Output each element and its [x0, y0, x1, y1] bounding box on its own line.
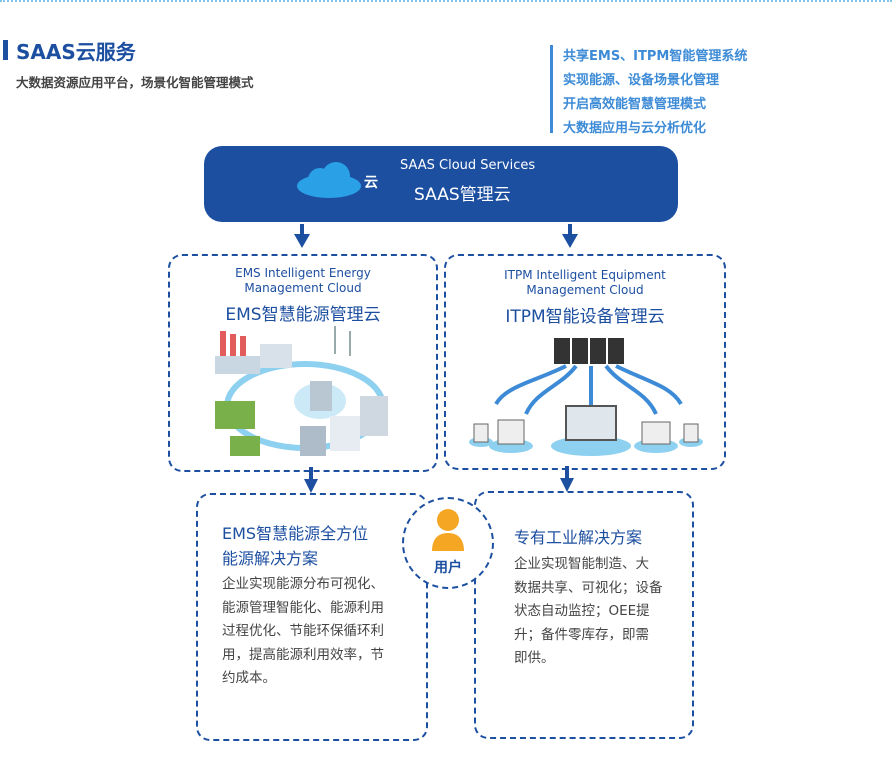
body-line: 企业实现智能制造、大 [514, 556, 649, 572]
itpm-name-en-line1: ITPM Intelligent Equipment [504, 268, 666, 282]
body-line: 即供。 [514, 650, 555, 666]
ems-solution-title-line1: EMS智慧能源全方位 [222, 524, 369, 543]
arrow-down-icon [562, 224, 578, 248]
cloud-icon-label: 云 [364, 175, 378, 191]
itpm-name-cn: ITPM智能设备管理云 [505, 307, 665, 327]
page-title: SAAS云服务 [16, 40, 136, 64]
arrow-down-icon [560, 466, 574, 492]
feature-list: 共享EMS、ITPM智能管理系统 实现能源、设备场景化管理 开启高效能智慧管理模… [550, 45, 748, 136]
cloud-name-cn: SAAS管理云 [414, 185, 511, 205]
energy-plant-illustration [215, 326, 388, 456]
itpm-solution-body: 企业实现智能制造、大 数据共享、可视化；设备 状态自动监控；OEE提 升；备件零… [514, 553, 663, 671]
ems-name-cn: EMS智慧能源管理云 [225, 305, 381, 325]
ems-name-en-line1: EMS Intelligent Energy [235, 266, 371, 280]
cloud-icon [297, 162, 361, 198]
user-badge: 用户 [402, 497, 494, 589]
ems-solution-title-line2: 能源解决方案 [222, 549, 319, 568]
body-line: 升；备件零库存，即需 [514, 626, 649, 643]
ems-solution-body: 企业实现能源分布可视化、 能源管理智能化、能源利用 过程优化、节能环保循环利 用… [222, 573, 384, 691]
itpm-cloud-panel: ITPM Intelligent Equipment Management Cl… [444, 254, 726, 470]
body-line: 企业实现能源分布可视化、 [222, 576, 384, 592]
ems-name-en-line2: Management Cloud [244, 281, 362, 295]
body-line: 状态自动监控；OEE提 [514, 603, 650, 619]
arrow-down-icon [294, 224, 310, 248]
itpm-solution-panel: 专有工业解决方案 企业实现智能制造、大 数据共享、可视化；设备 状态自动监控；O… [474, 491, 694, 739]
equipment-network-illustration [469, 338, 703, 456]
arrow-down-icon [304, 467, 318, 493]
feature-item: 共享EMS、ITPM智能管理系统 [563, 49, 748, 64]
feature-item: 大数据应用与云分析优化 [563, 121, 707, 136]
ems-solution-panel: EMS智慧能源全方位 能源解决方案 企业实现能源分布可视化、 能源管理智能化、能… [196, 493, 428, 741]
body-line: 过程优化、节能环保循环利 [222, 623, 384, 639]
ems-cloud-panel: EMS Intelligent Energy Management Cloud … [168, 254, 438, 472]
body-line: 约成本。 [222, 670, 276, 686]
saas-cloud-banner: 云 SAAS Cloud Services SAAS管理云 [204, 146, 678, 222]
top-divider [0, 0, 892, 2]
cloud-name-en: SAAS Cloud Services [400, 158, 536, 173]
title-accent-bar [3, 40, 8, 60]
body-line: 能源管理智能化、能源利用 [222, 599, 384, 616]
body-line: 用，提高能源利用效率，节 [222, 646, 384, 663]
body-line: 数据共享、可视化；设备 [514, 579, 663, 596]
user-label: 用户 [434, 560, 462, 576]
feature-item: 实现能源、设备场景化管理 [563, 73, 720, 88]
itpm-name-en-line2: Management Cloud [526, 283, 644, 297]
feature-item: 开启高效能智慧管理模式 [563, 97, 707, 112]
page-subtitle: 大数据资源应用平台，场景化智能管理模式 [16, 75, 254, 90]
user-icon [432, 509, 464, 551]
itpm-solution-title: 专有工业解决方案 [514, 528, 643, 547]
